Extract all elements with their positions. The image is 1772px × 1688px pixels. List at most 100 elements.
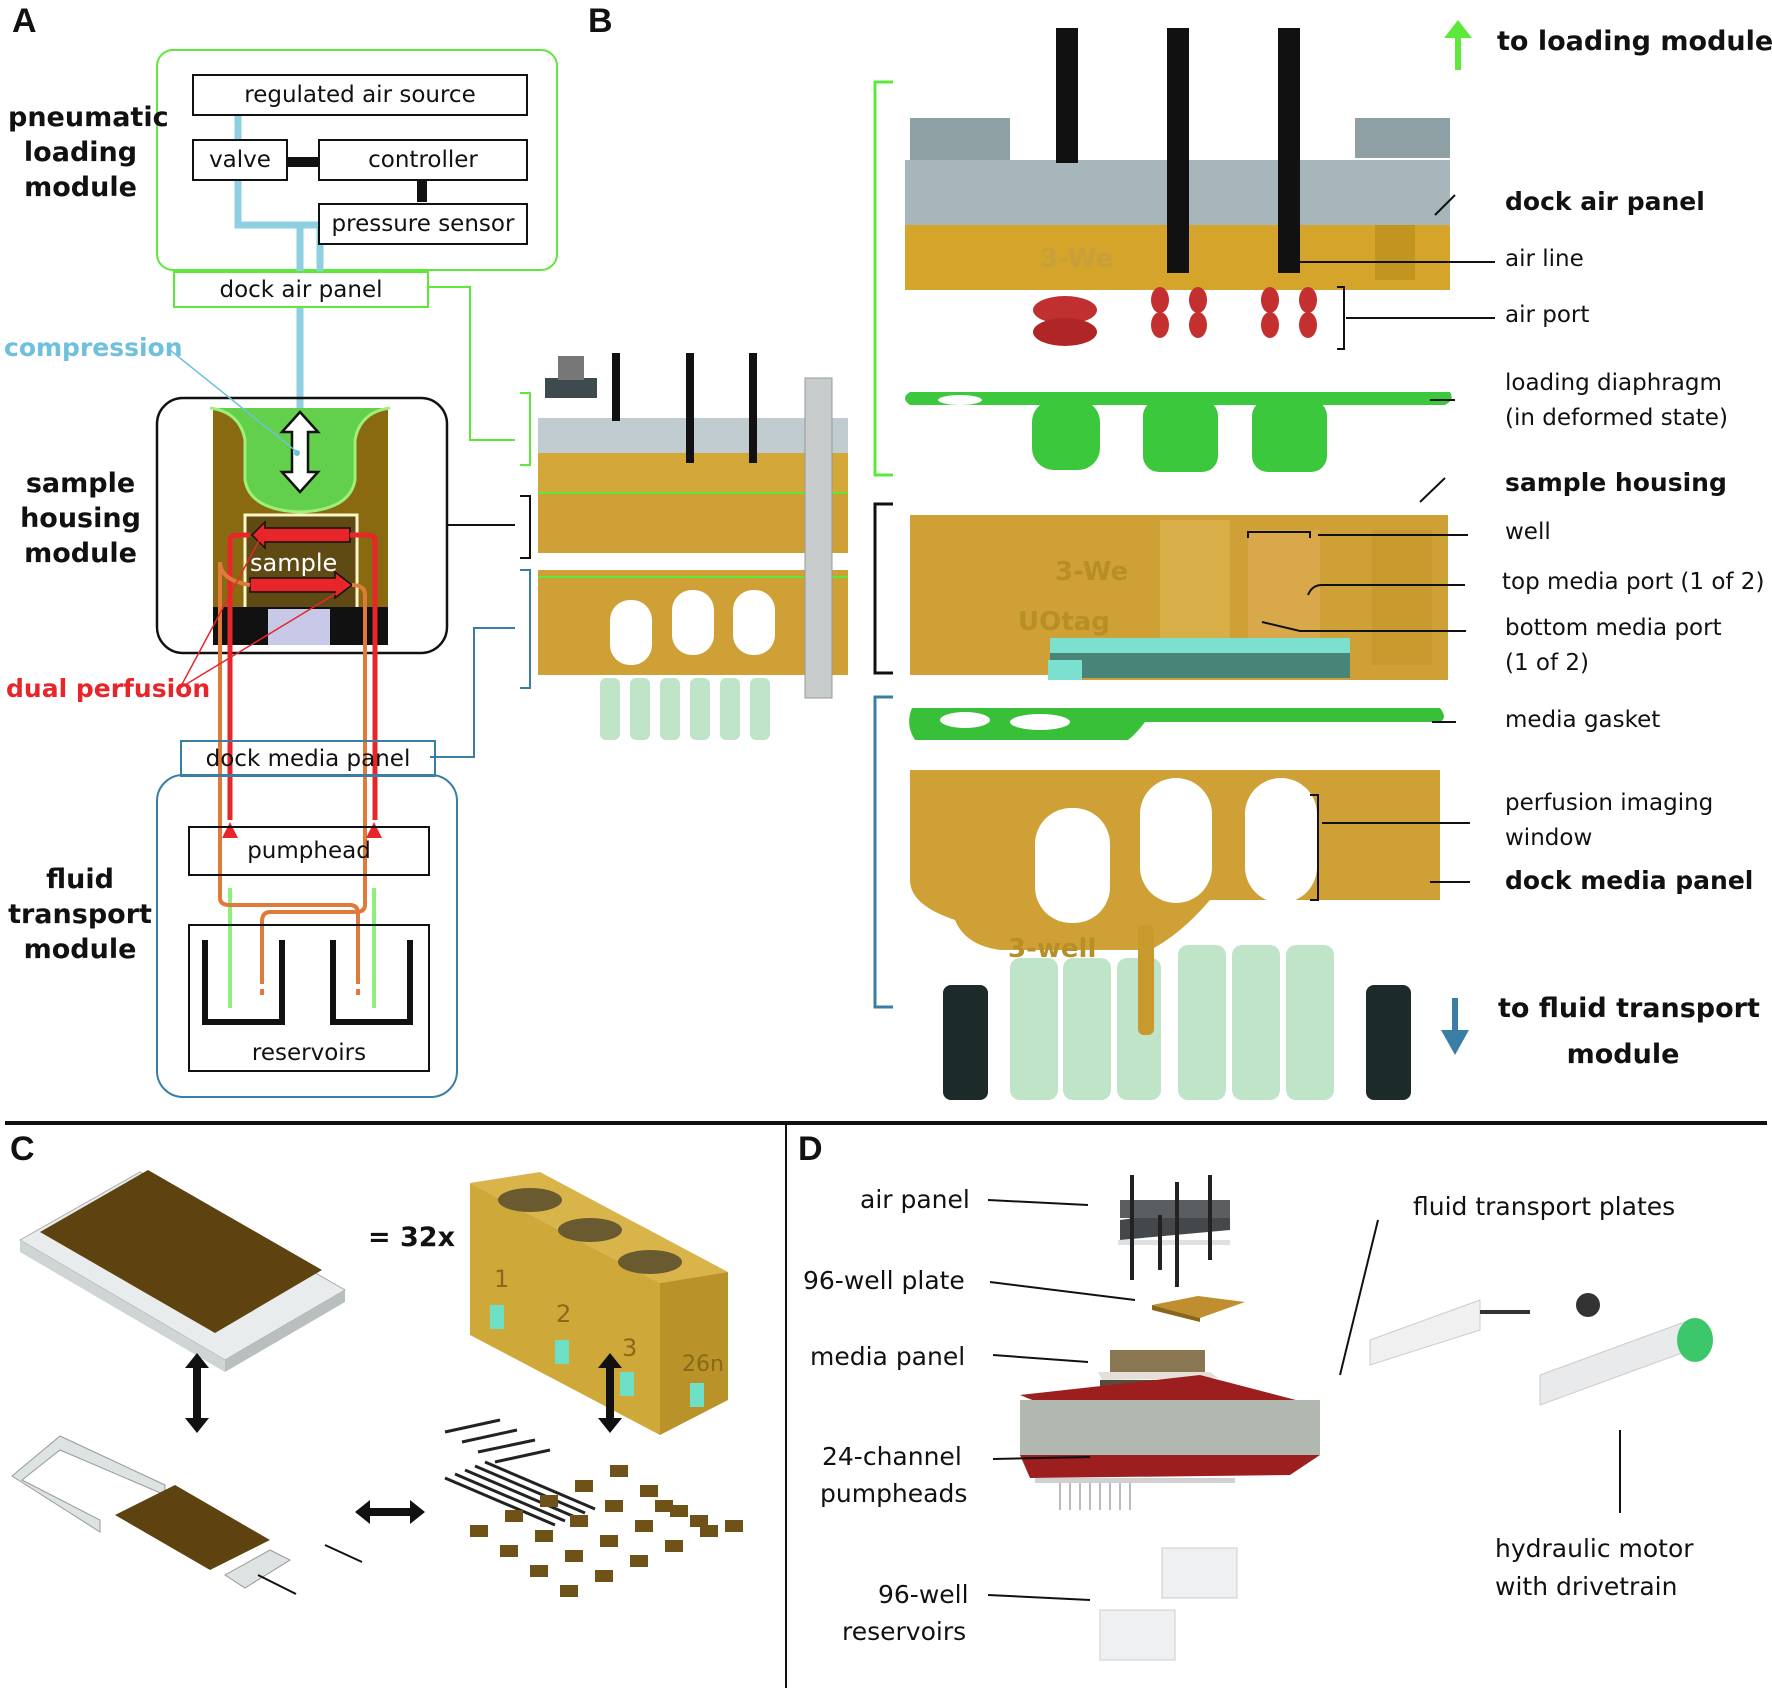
render-shape	[610, 1465, 628, 1477]
fluid-transport-plates-render	[1369, 1293, 1713, 1406]
render-shape	[1056, 28, 1078, 163]
render-shape	[538, 493, 848, 553]
render-shape	[1310, 794, 1319, 901]
bracket-small-sample	[520, 495, 531, 559]
box-regulated-air-source: regulated air source	[192, 74, 528, 116]
render-shape	[804, 377, 833, 699]
reservoir-cup-right	[330, 940, 413, 1025]
render-shape	[672, 590, 714, 655]
render-shape	[558, 1218, 622, 1242]
label-fluid-transport-module: fluid transport module	[0, 862, 160, 967]
perfusion-line-left	[227, 532, 250, 820]
label-line: fluid	[46, 864, 114, 895]
render-shape	[294, 450, 300, 456]
render-shape	[505, 1510, 523, 1522]
callout-dock-media-panel: dock media panel	[1505, 866, 1754, 895]
render-shape	[1151, 312, 1169, 338]
render-shape	[535, 1530, 553, 1542]
up-arrow-icon	[1444, 20, 1472, 70]
render-shape	[1339, 1219, 1379, 1376]
render-shape	[1366, 985, 1411, 1100]
callout-loading-diaphragm: loading diaphragm	[1505, 370, 1722, 396]
loading-diaphragm-render	[905, 392, 1452, 472]
render-shape	[1419, 477, 1446, 503]
box-controller: controller	[318, 139, 528, 181]
callout-air-port: air port	[1505, 302, 1590, 328]
render-shape	[700, 1525, 718, 1537]
render-shape	[600, 678, 770, 740]
box-dock-air-panel: dock air panel	[173, 271, 429, 308]
render-shape	[750, 678, 770, 740]
pump-arrow-right-icon	[366, 822, 382, 838]
label-fluid-transport-plates: fluid transport plates	[1413, 1192, 1676, 1221]
render-shape	[498, 1188, 562, 1212]
render-shape	[690, 1383, 704, 1407]
box-valve: valve	[192, 139, 288, 181]
render-shape	[610, 600, 652, 665]
callout-deformed-state: (in deformed state)	[1505, 405, 1728, 431]
render-shape	[1677, 1318, 1713, 1362]
well-plate-render	[18, 1170, 346, 1372]
render-shape	[943, 985, 988, 1100]
render-shape	[620, 1372, 634, 1396]
render-shape	[690, 678, 710, 740]
render-shape	[1576, 1293, 1600, 1317]
render-shape	[940, 712, 990, 728]
render-shape	[1299, 287, 1317, 313]
render-shape	[1247, 531, 1311, 538]
divider-horizontal	[5, 1121, 1767, 1125]
block-number-26n: 26n	[682, 1352, 724, 1377]
controller-sensor-wire	[417, 180, 427, 202]
label-line: housing	[20, 503, 141, 535]
render-shape	[1099, 1609, 1176, 1661]
label-line: module	[24, 172, 137, 204]
label-pneumatic-module: pneumatic loading module	[8, 100, 169, 205]
render-shape	[1252, 400, 1327, 472]
panel-letter-a: A	[12, 2, 37, 40]
label-pumpheads: pumpheads	[820, 1479, 968, 1508]
callout-window: window	[1505, 825, 1593, 851]
render-shape	[324, 1544, 363, 1563]
render-shape	[1048, 660, 1082, 680]
render-shape	[570, 1515, 588, 1527]
bracket-air-assembly	[873, 80, 893, 477]
render-shape	[464, 1468, 576, 1519]
callout-media-gasket: media gasket	[1505, 707, 1661, 733]
render-shape	[444, 1418, 501, 1434]
callout-perfusion-imaging: perfusion imaging	[1505, 790, 1714, 816]
render-shape	[686, 353, 694, 463]
render-shape	[454, 1472, 566, 1523]
return-line-left	[218, 561, 251, 900]
well-plate-96-render	[1152, 1296, 1245, 1318]
panel-letter-d: D	[798, 1130, 823, 1168]
render-shape	[1050, 653, 1350, 678]
render-shape	[1010, 714, 1070, 730]
render-shape	[1020, 1400, 1320, 1455]
render-shape	[1033, 318, 1097, 346]
label-sample: sample	[250, 549, 338, 577]
render-shape	[612, 353, 620, 421]
render-shape	[179, 534, 263, 689]
label-line: sample	[25, 468, 136, 499]
callout-bottom-media-port-count: (1 of 2)	[1505, 650, 1590, 676]
disassembled-strips-render	[444, 1418, 596, 1527]
render-shape	[225, 1290, 345, 1372]
valve-controller-wire	[287, 157, 320, 167]
disassembled-plate-render	[11, 1435, 363, 1595]
label-96-well-reservoirs-1: 96-well	[878, 1580, 969, 1609]
render-shape	[1261, 287, 1279, 313]
render-shape	[1167, 28, 1189, 273]
render-shape	[560, 1585, 578, 1597]
block-number-2: 2	[556, 1300, 572, 1328]
render-shape	[670, 1505, 688, 1517]
imaging-window	[268, 609, 330, 645]
box-pumphead: pumphead	[188, 826, 430, 876]
render-shape	[474, 1464, 586, 1515]
vertical-double-arrow-icon	[185, 1353, 209, 1433]
render-shape	[630, 1555, 648, 1567]
render-shape	[1372, 530, 1432, 665]
render-shape	[987, 1594, 1091, 1601]
label-dual-perfusion: dual perfusion	[6, 674, 211, 703]
render-shape	[1032, 400, 1100, 470]
